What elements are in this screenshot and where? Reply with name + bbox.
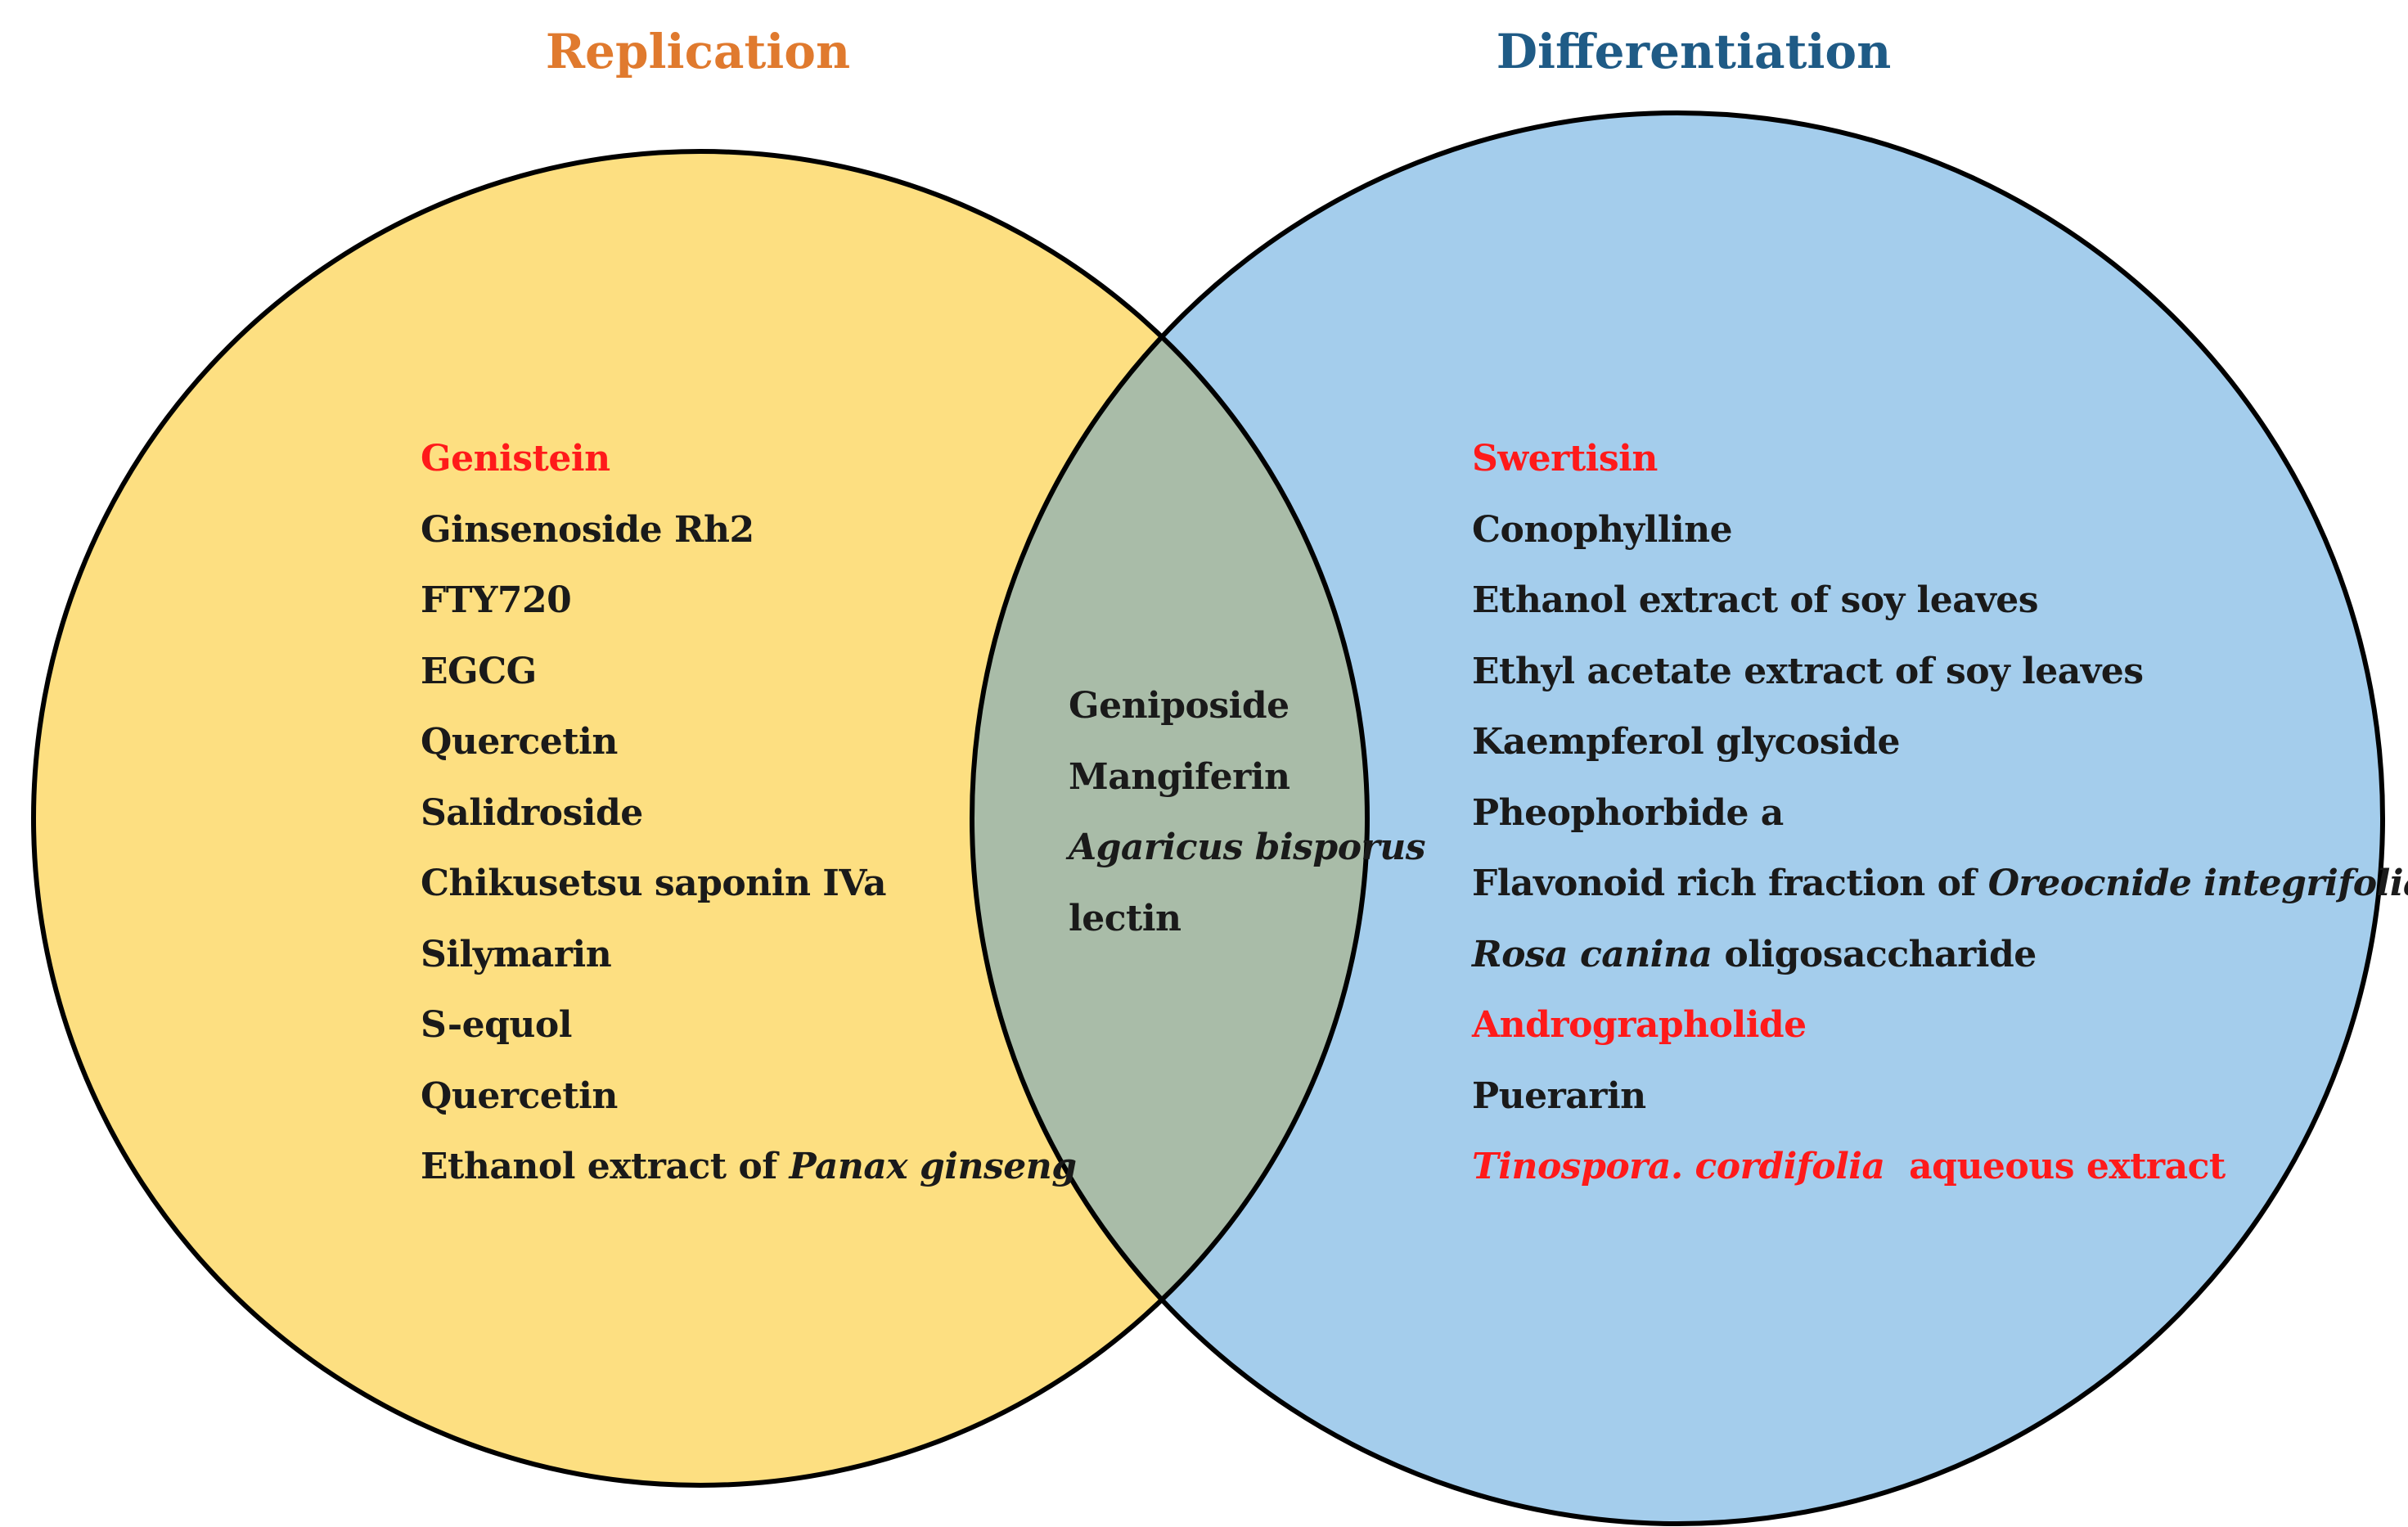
- replication-circle: [34, 151, 1367, 1485]
- differentiation-item: Ethanol extract of soy leaves: [1472, 565, 2408, 637]
- differentiation-item: Ethyl acetate extract of soy leaves: [1472, 637, 2408, 708]
- replication-item: S-equol: [421, 990, 1076, 1061]
- replication-item-text: FTY720: [421, 579, 572, 621]
- shared-item: lectin: [1069, 884, 1425, 955]
- differentiation-title: Differentiation: [1496, 24, 1892, 79]
- shared-item-text: Geniposide: [1069, 685, 1290, 727]
- differentiation-item-text: Tinospora. cordifolia: [1472, 1146, 1885, 1187]
- differentiation-item-text: Puerarin: [1472, 1074, 1646, 1117]
- replication-item-text: Silymarin: [421, 933, 612, 975]
- replication-item-text: Chikusetsu saponin IVa: [421, 863, 886, 904]
- differentiation-item: Tinospora. cordifolia aqueous extract: [1472, 1132, 2408, 1203]
- shared-item: Mangiferin: [1069, 742, 1425, 813]
- differentiation-item-text: Rosa canina: [1472, 933, 1713, 975]
- differentiation-item: Pheophorbide a: [1472, 778, 2408, 849]
- differentiation-item-text: Kaempferol glycoside: [1472, 721, 1900, 763]
- shared-item-text: lectin: [1069, 897, 1181, 939]
- shared-item: Agaricus bisporus: [1069, 813, 1426, 884]
- replication-item-text: Salidroside: [421, 791, 643, 834]
- replication-title: Replication: [545, 24, 851, 79]
- differentiation-item-text: Ethyl acetate extract of soy leaves: [1472, 650, 2144, 692]
- differentiation-item: Conophylline: [1472, 495, 2408, 566]
- differentiation-item-text: Ethanol extract of soy leaves: [1472, 579, 2039, 621]
- differentiation-item-text: Oreocnide integrifolia: [1987, 863, 2408, 904]
- differentiation-item: Kaempferol glycoside: [1472, 707, 2408, 778]
- replication-item: Silymarin: [421, 920, 1076, 991]
- replication-item: Salidroside: [421, 778, 1076, 849]
- shared-item-text: Mangiferin: [1069, 755, 1290, 798]
- replication-item: Chikusetsu saponin IVa: [421, 849, 1076, 920]
- replication-item-text: Ethanol extract of: [421, 1146, 790, 1187]
- shared-item: Geniposide: [1069, 671, 1425, 742]
- replication-item-text: Quercetin: [421, 1074, 618, 1117]
- replication-item: Genistein: [421, 424, 1076, 495]
- differentiation-item-text: Pheophorbide a: [1472, 791, 1784, 834]
- replication-item-text: S-equol: [421, 1004, 572, 1046]
- replication-item-text: Quercetin: [421, 721, 618, 763]
- replication-item: FTY720: [421, 565, 1076, 637]
- differentiation-item-text: oligosaccharide: [1712, 933, 2037, 975]
- differentiation-item-text: Flavonoid rich fraction of: [1472, 863, 1988, 904]
- differentiation-item-text: Andrographolide: [1472, 1004, 1807, 1046]
- replication-item-text: Panax ginseng: [789, 1146, 1077, 1187]
- differentiation-item: Rosa canina oligosaccharide: [1472, 920, 2408, 991]
- differentiation-circle-outline: [970, 110, 2385, 1526]
- replication-item: Quercetin: [421, 707, 1076, 778]
- differentiation-item: Swertisin: [1472, 424, 2408, 495]
- replication-item: Quercetin: [421, 1061, 1076, 1133]
- differentiation-item: Puerarin: [1472, 1061, 2408, 1133]
- replication-item-text: EGCG: [421, 650, 537, 692]
- differentiation-circle: [972, 113, 2383, 1524]
- replication-item: EGCG: [421, 637, 1076, 708]
- replication-item: Ethanol extract of Panax ginseng: [421, 1132, 1077, 1203]
- replication-item-text: Genistein: [421, 438, 610, 480]
- differentiation-item-text: Swertisin: [1472, 438, 1658, 480]
- shared-item-text: Agaricus bisporus: [1069, 827, 1426, 868]
- differentiation-item-text: aqueous extract: [1884, 1146, 2226, 1187]
- replication-item-text: Ginsenoside Rh2: [421, 508, 754, 551]
- differentiation-item: Flavonoid rich fraction of Oreocnide int…: [1472, 849, 2408, 920]
- differentiation-item: Andrographolide: [1472, 990, 2408, 1061]
- replication-item: Ginsenoside Rh2: [421, 495, 1076, 566]
- differentiation-item-text: Conophylline: [1472, 508, 1733, 551]
- replication-circle-outline: [31, 149, 1370, 1488]
